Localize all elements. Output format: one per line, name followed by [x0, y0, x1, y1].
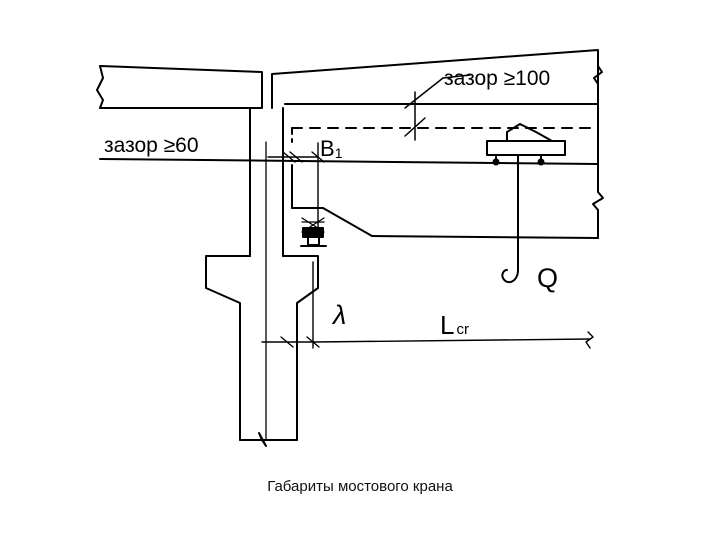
trolley [486, 123, 566, 166]
b1-dimension [267, 142, 325, 233]
lambda-label: λ [331, 300, 346, 330]
hook [501, 154, 519, 284]
gap-top-label: зазор ≥100 [444, 67, 550, 90]
span-letter: L [440, 310, 454, 340]
crane-rail [300, 217, 327, 247]
rail-level-line [99, 158, 599, 165]
b1-label: B1 [320, 136, 343, 161]
span-dimension [312, 331, 594, 349]
column-upper [249, 107, 284, 257]
span-subscript: cr [456, 321, 469, 338]
column-lower [205, 255, 319, 447]
crane-bridge [291, 164, 599, 239]
lambda-dimension [261, 261, 320, 349]
left-roof-beam [96, 65, 263, 109]
right-roof-beam [271, 49, 599, 109]
figure-caption: Габариты мостового крана [267, 478, 453, 495]
b1-letter: B [320, 136, 335, 161]
gap-top-dimension [404, 74, 471, 141]
right-wall [592, 103, 604, 239]
b1-subscript: 1 [335, 145, 343, 161]
load-label: Q [537, 263, 558, 293]
gap-side-label: зазор ≥60 [104, 134, 199, 157]
right-break-mark [593, 65, 603, 85]
